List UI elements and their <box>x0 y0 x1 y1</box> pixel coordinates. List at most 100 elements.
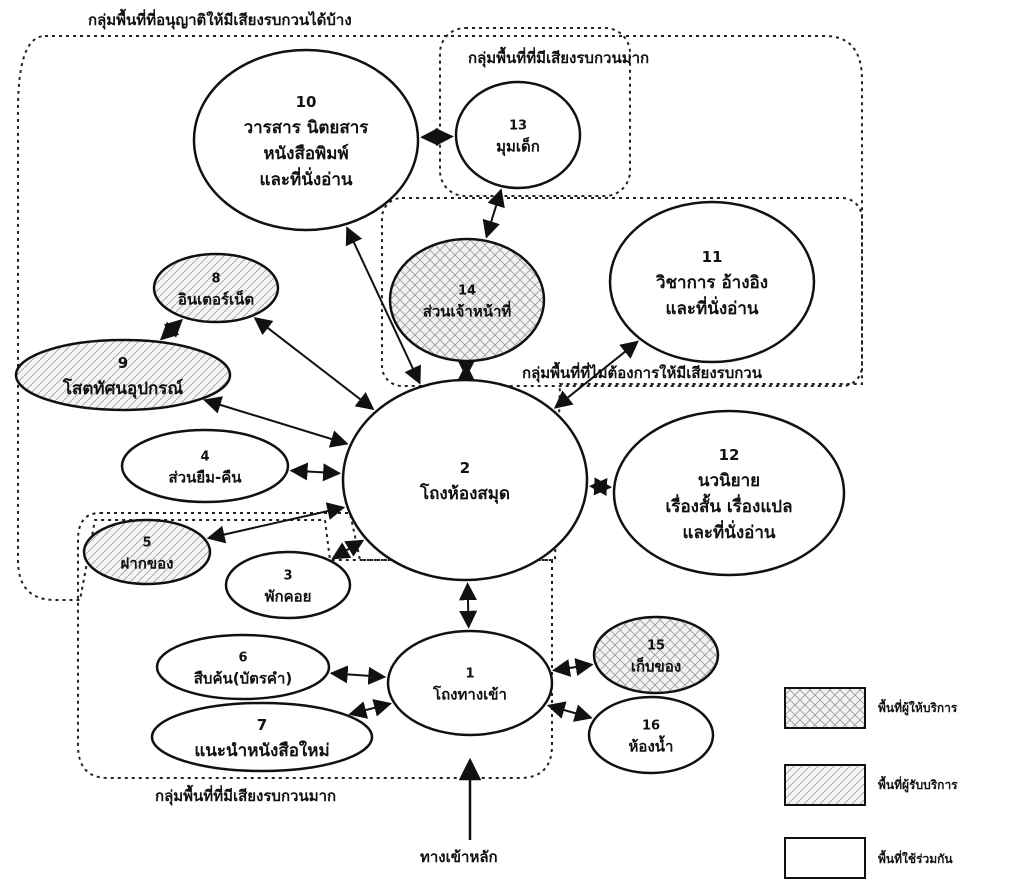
node-number-3: 3 <box>283 568 292 583</box>
node-number-5: 5 <box>142 535 151 550</box>
node-ellipse-6 <box>155 633 331 701</box>
arrow-2-3 <box>331 539 365 560</box>
arrow-2-5 <box>206 502 346 544</box>
node-number-1: 1 <box>465 666 474 681</box>
node-ellipse-10 <box>192 48 420 232</box>
node-label-2-line-1: โถงห้องสมุด <box>419 483 510 504</box>
node-number-2: 2 <box>460 459 470 477</box>
connector-arrows <box>159 127 639 722</box>
arrow-13-14 <box>482 188 505 239</box>
node-label-15-line-1: เก็บของ <box>631 656 681 675</box>
node-ellipse-12 <box>612 409 846 577</box>
node-ellipse-13 <box>454 80 582 190</box>
node-ellipse-16 <box>587 695 715 775</box>
node-4: 4 ส่วนยืม-คืน <box>120 428 290 504</box>
node-ellipse-4 <box>120 428 290 504</box>
node-ellipse-7 <box>150 701 374 773</box>
arrow-7-1 <box>348 699 392 719</box>
node-8: 8 อินเตอร์เน็ต <box>152 252 280 324</box>
node-ellipse-9 <box>14 338 232 412</box>
node-number-14: 14 <box>458 283 476 298</box>
node-label-6-line-1: สืบค้น(บัตรคำ) <box>194 669 292 687</box>
arrow-6-1 <box>329 665 387 685</box>
node-number-16: 16 <box>642 718 660 733</box>
node-label-12-line-2: เรื่องสั้น เรื่องแปล <box>666 493 793 517</box>
group-label-noisy-top: กลุ่มพื้นที่ที่มีเสียงรบกวนมาก <box>468 49 650 67</box>
node-16: 16ห้องน้ำ <box>587 695 715 775</box>
node-number-12: 12 <box>719 446 740 464</box>
legend-box-receiver <box>784 764 866 806</box>
node-5: 5 ฝากของ <box>82 518 212 586</box>
node-ellipse-3 <box>224 550 352 620</box>
node-6: 6 สืบค้น(บัตรคำ) <box>155 633 331 701</box>
arrow-9-2 <box>203 396 349 448</box>
node-15: 15 เก็บของ <box>592 615 720 695</box>
node-number-4: 4 <box>200 449 209 464</box>
node-ellipse-14 <box>388 237 546 363</box>
node-number-9: 9 <box>118 354 128 372</box>
node-ellipse-1 <box>386 629 554 737</box>
node-label-9-line-1: โสตทัศนอุปกรณ์ <box>62 378 184 399</box>
node-number-13: 13 <box>509 118 527 133</box>
node-label-3-line-1: พักคอย <box>265 587 312 605</box>
node-number-8: 8 <box>211 271 220 286</box>
node-label-5-line-1: ฝากของ <box>121 554 174 572</box>
node-label-10-line-3: และที่นั่งอ่าน <box>259 167 352 190</box>
node-ellipse-5 <box>82 518 212 586</box>
legend-label-shared: พื้นที่ใช้ร่วมกัน <box>878 852 953 866</box>
node-3: 3 พักคอย <box>224 550 352 620</box>
node-label-10-line-1: วารสาร นิตยสาร <box>244 118 370 138</box>
legend-box-shared <box>784 837 866 879</box>
node-label-1-line-1: โถงทางเข้า <box>432 684 507 703</box>
arrow-4-2 <box>289 462 342 482</box>
arrow-10-2 <box>345 226 421 385</box>
legend-box-provider <box>784 687 866 729</box>
node-label-14-line-1: ส่วนเจ้าหน้าที่ <box>423 300 512 320</box>
node-label-13-line-1: มุมเด็ก <box>496 136 540 156</box>
arrow-10-13 <box>420 127 454 146</box>
node-14: 14 ส่วนเจ้าหน้าที่ <box>388 237 546 363</box>
node-label-10-line-2: หนังสือพิมพ์ <box>263 143 348 164</box>
arrow-2-1 <box>458 582 478 629</box>
node-ellipse-11 <box>608 200 816 364</box>
node-number-10: 10 <box>296 93 317 111</box>
group-boundary-allowed-noise <box>17 35 863 601</box>
node-number-6: 6 <box>238 650 247 665</box>
node-10: 10 วารสาร นิตยสารหนังสือพิมพ์และที่นั่งอ่… <box>192 48 420 232</box>
node-number-15: 15 <box>647 638 665 653</box>
node-label-12-line-3: และที่นั่งอ่าน <box>682 520 775 543</box>
node-9: 9 โสตทัศนอุปกรณ์ <box>14 338 232 412</box>
node-label-11-line-2: และที่นั่งอ่าน <box>665 296 758 319</box>
arrow-1-15 <box>551 658 594 677</box>
node-label-16-line-1: ห้องน้ำ <box>629 734 674 755</box>
group-boundary-noisy-top <box>439 27 631 197</box>
node-7: 7 แนะนำหนังสือใหม่ <box>150 701 374 773</box>
arrow-8-9 <box>159 318 184 341</box>
arrow-11-2 <box>553 340 639 409</box>
arrow-1-16 <box>546 701 593 722</box>
node-number-11: 11 <box>702 248 723 266</box>
node-ellipse-2 <box>341 378 589 582</box>
legend-label-provider: พื้นที่ผู้ให้บริการ <box>878 701 958 715</box>
node-label-11-line-1: วิชาการ อ้างอิง <box>655 273 768 293</box>
node-2: 2 โถงห้องสมุด <box>341 378 589 582</box>
node-13: 13 มุมเด็ก <box>454 80 582 190</box>
main-entrance-label: ทางเข้าหลัก <box>420 848 498 866</box>
node-ellipse-8 <box>152 252 280 324</box>
group-label-allowed-noise: กลุ่มพื้นที่ที่อนุญาติให้มีเสียงรบกวนได้… <box>88 11 352 29</box>
node-1: 1 โถงทางเข้า <box>386 629 554 737</box>
group-label-noisy-bottom: กลุ่มพื้นที่ที่มีเสียงรบกวนมาก <box>155 787 337 805</box>
node-label-12-line-1: นวนิยาย <box>698 471 760 491</box>
arrow-12-2 <box>588 477 613 496</box>
group-label-quiet: กลุ่มพื้นที่ที่ไม่ต้องการให้มีเสียงรบกวน <box>522 364 762 382</box>
space-nodes: 1 โถงทางเข้า 2 โถงห้องสมุด 3 พักคอย 4 ส่วนยืม-ค… <box>14 48 846 775</box>
node-label-4-line-1: ส่วนยืม-คืน <box>168 468 242 486</box>
node-number-7: 7 <box>257 716 267 734</box>
node-label-8-line-1: อินเตอร์เน็ต <box>178 289 254 308</box>
arrow-8-2 <box>253 317 375 411</box>
legend-label-receiver: พื้นที่ผู้รับบริการ <box>878 778 958 792</box>
node-label-7-line-1: แนะนำหนังสือใหม่ <box>194 740 329 761</box>
